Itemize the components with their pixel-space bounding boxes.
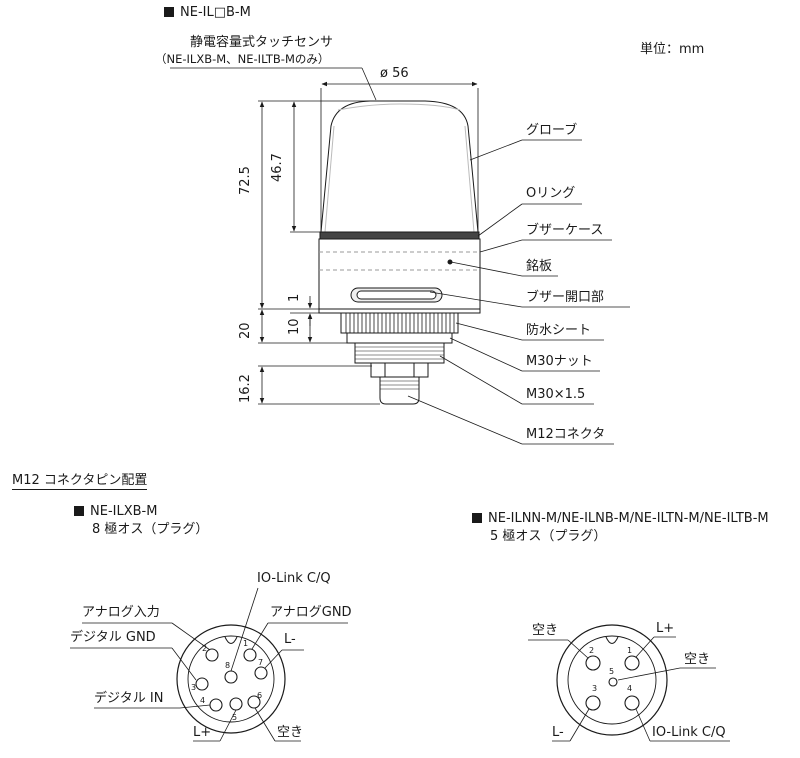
connector-8pin-leaders <box>70 587 348 742</box>
dim-1: 1 <box>287 293 302 302</box>
pin-num: 4 <box>627 684 632 693</box>
callout-o-ring: Oリング <box>526 186 576 201</box>
callout-globe: グローブ <box>526 123 578 138</box>
pin-8-2 <box>205 648 219 662</box>
pin-8-4 <box>209 698 223 712</box>
dim-diameter: ø 56 <box>380 66 409 81</box>
m30-thread <box>354 342 445 364</box>
left-desc: 8 極オス（プラグ） <box>92 522 209 537</box>
connector-8pin-numbers: 1 2 3 4 5 6 7 8 <box>191 639 263 722</box>
pin-label-empty-2: 空き <box>684 652 711 667</box>
pin-5-3 <box>585 695 601 711</box>
connector-8pin-inner <box>187 635 275 723</box>
pin-num: 1 <box>243 639 248 648</box>
callout-buzzer-case: ブザーケース <box>526 223 604 238</box>
pin-label-l-plus-5: L+ <box>656 621 675 636</box>
pin-num: 8 <box>225 661 230 670</box>
pin-8-7 <box>254 666 268 680</box>
callout-waterproof-sheet: 防水シート <box>526 323 592 338</box>
waterproof-sheet <box>340 312 459 334</box>
pin-num: 2 <box>202 644 207 653</box>
pin-label-io-link-5: IO-Link C/Q <box>652 725 726 740</box>
pin-8-1 <box>243 648 257 662</box>
pin-num: 6 <box>257 691 262 700</box>
lamp-drawing <box>318 100 481 405</box>
pin-label-digital-in: デジタル IN <box>94 691 164 706</box>
pin-label-empty: 空き <box>277 725 304 740</box>
pin-label-empty-1: 空き <box>532 623 559 638</box>
connector-5pin-leaders <box>528 636 730 742</box>
connector-8pin <box>176 624 286 734</box>
dim-46-7: 46.7 <box>270 153 285 182</box>
pin-num: 3 <box>592 684 597 693</box>
m30-nut <box>346 332 453 344</box>
callout-nameplate: 銘板 <box>526 259 553 274</box>
pin-label-analog-in: アナログ入力 <box>82 605 160 620</box>
left-model-text: NE-ILXB-M <box>90 504 158 519</box>
pin-num: 5 <box>232 713 237 722</box>
pin-5-4 <box>624 695 640 711</box>
pin-num: 4 <box>200 696 205 705</box>
pin-8-8 <box>224 670 238 684</box>
dim-16-2: 16.2 <box>238 374 253 403</box>
pin-5-2 <box>585 655 601 671</box>
pin-section-heading: M12 コネクタピン配置 <box>12 473 148 490</box>
unit-label: 単位：mm <box>640 42 705 57</box>
m12-connector <box>379 376 420 405</box>
bullet-square <box>74 506 84 516</box>
pin-label-io-link: IO-Link C/Q <box>257 571 331 586</box>
callout-leaders <box>407 139 630 445</box>
dim-20: 20 <box>238 322 253 339</box>
connector-5pin <box>556 624 668 736</box>
callout-m30-thread: M30×1.5 <box>526 387 586 402</box>
connector-5pin-outer <box>556 624 668 736</box>
bullet-square <box>472 513 482 523</box>
pin-num: 5 <box>609 667 614 676</box>
sensor-models: （NE-ILXB-M、NE-ILTB-Mのみ） <box>155 52 330 66</box>
callout-m12-connector: M12コネクタ <box>526 427 606 442</box>
connector-5pin-numbers: 1 2 3 4 5 <box>589 646 632 693</box>
model-title-text: NE-IL□B-M <box>180 5 251 20</box>
dimension-lines <box>170 67 479 405</box>
pin-num: 1 <box>627 646 632 655</box>
connector-8pin-outer <box>176 624 286 734</box>
m12-connector-hex <box>370 362 429 378</box>
pin-8-5 <box>229 697 243 711</box>
dim-72-5: 72.5 <box>238 166 253 195</box>
pin-num: 7 <box>258 658 263 667</box>
connector-5pin-inner <box>567 635 657 725</box>
pin-label-digital-gnd: デジタル GND <box>70 630 156 645</box>
dim-10: 10 <box>287 318 302 335</box>
pin-num: 3 <box>191 683 196 692</box>
globe-outline <box>320 100 479 233</box>
pin-label-l-plus: L+ <box>193 725 212 740</box>
right-desc: 5 極オス（プラグ） <box>490 529 607 544</box>
pin-8-6 <box>247 695 261 709</box>
callout-m30-nut: M30ナット <box>526 354 593 369</box>
right-model-text: NE-ILNN-M/NE-ILNB-M/NE-ILTN-M/NE-ILTB-M <box>488 511 769 526</box>
left-model: NE-ILXB-M <box>74 504 157 519</box>
sensor-label: 静電容量式タッチセンサ <box>190 35 334 50</box>
callout-buzzer-opening: ブザー開口部 <box>526 290 605 305</box>
pin-label-l-minus-5: L- <box>552 725 564 740</box>
pin-8-3 <box>195 677 209 691</box>
pin-num: 2 <box>589 646 594 655</box>
bullet-square <box>164 7 174 17</box>
pin-label-analog-gnd: アナログGND <box>270 605 352 620</box>
pin-5-1 <box>624 655 640 671</box>
pin-label-l-minus: L- <box>284 632 296 647</box>
o-ring <box>319 231 480 240</box>
pin-5-5 <box>608 677 618 687</box>
right-model: NE-ILNN-M/NE-ILNB-M/NE-ILTN-M/NE-ILTB-M <box>472 511 769 526</box>
model-title: NE-IL□B-M <box>164 5 251 20</box>
